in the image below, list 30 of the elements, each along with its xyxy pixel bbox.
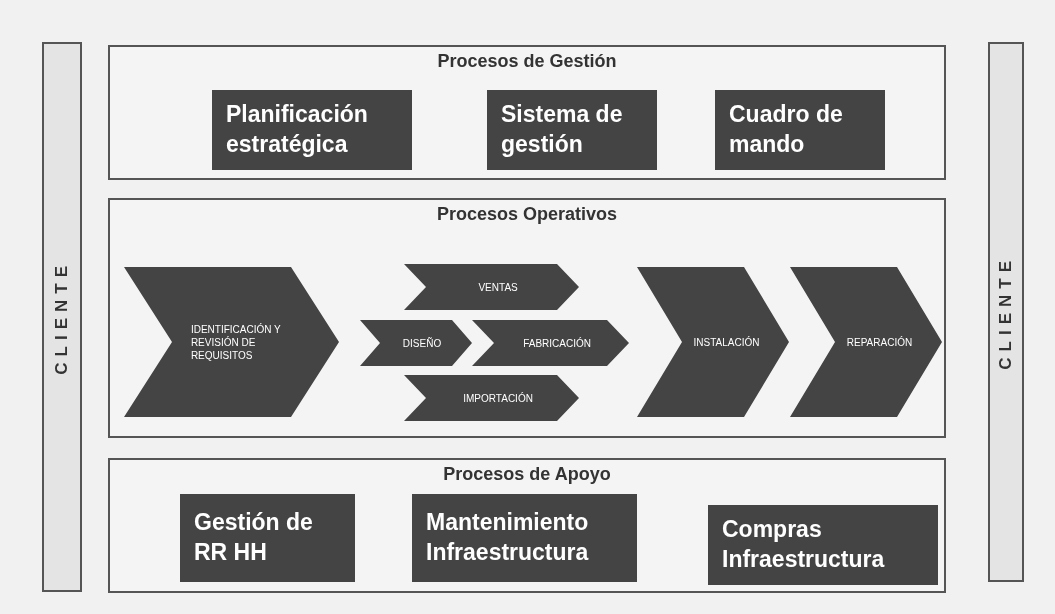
client-label: CLIENTE — [52, 259, 72, 375]
step-label: DISEÑO — [402, 336, 442, 350]
client-band — [42, 42, 82, 592]
process-step — [790, 267, 942, 417]
section-title: Procesos Operativos — [436, 204, 618, 225]
section-panel — [108, 198, 946, 438]
client-label: CLIENTE — [996, 254, 1016, 370]
step-label: REPARACIÓN — [846, 335, 913, 349]
step-label: VENTAS — [478, 280, 518, 294]
section-title: Procesos de Apoyo — [443, 464, 611, 485]
section-panel — [108, 45, 946, 180]
step-label: FABRICACIÓN — [523, 336, 591, 350]
process-step — [404, 264, 579, 310]
process-step — [472, 320, 629, 366]
process-box: Sistema de gestión — [487, 90, 657, 170]
process-step — [360, 320, 472, 366]
section-title: Procesos de Gestión — [437, 51, 617, 72]
process-step — [404, 375, 579, 421]
section-panel — [108, 458, 946, 593]
process-step — [637, 267, 789, 417]
process-box: Planificación estratégica — [212, 90, 412, 170]
process-box: Compras Infraestructura — [708, 505, 938, 585]
process-step — [124, 267, 339, 417]
client-band — [988, 42, 1024, 582]
process-box: Gestión de RR HH — [180, 494, 355, 582]
step-label: IMPORTACIÓN — [463, 391, 533, 405]
step-label: INSTALACIÓN — [693, 335, 760, 349]
step-label: IDENTIFICACIÓN Y REVISIÓN DE REQUISITOS — [190, 322, 282, 362]
process-box: Cuadro de mando — [715, 90, 885, 170]
process-box: Mantenimiento Infraestructura — [412, 494, 637, 582]
